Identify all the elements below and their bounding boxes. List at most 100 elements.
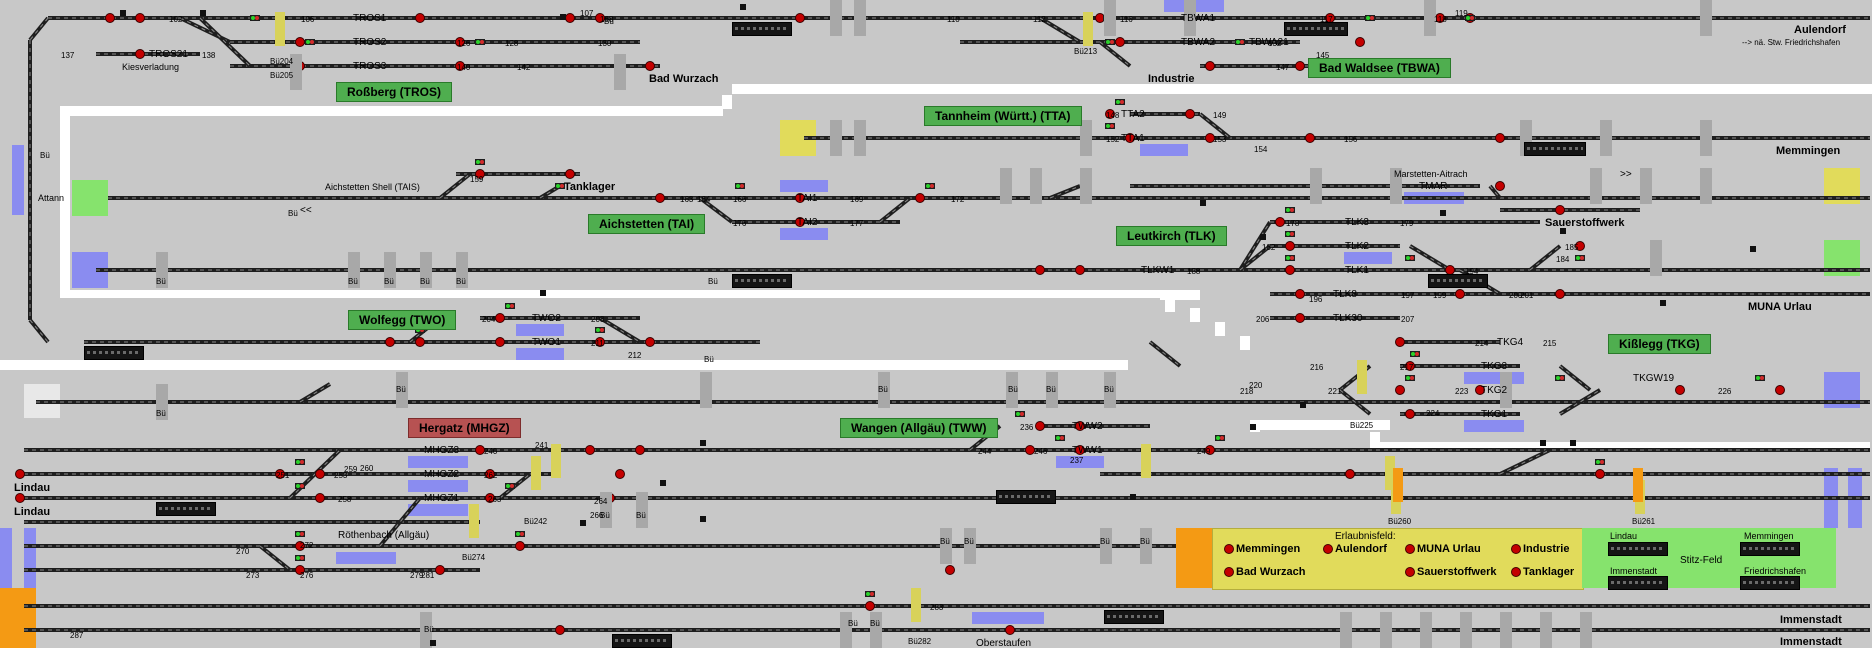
signal-icon[interactable] [1105, 109, 1115, 119]
signal-icon[interactable] [1115, 37, 1125, 47]
station-bad-waldsee[interactable]: Bad Waldsee (TBWA) [1308, 58, 1451, 78]
station-wangen[interactable]: Wangen (Allgäu) (TWW) [840, 418, 998, 438]
switch-indicator[interactable] [580, 520, 586, 526]
signal-icon[interactable] [1205, 61, 1215, 71]
permit-field-left[interactable] [1176, 528, 1212, 588]
signal-icon[interactable] [655, 193, 665, 203]
switch-indicator[interactable] [700, 440, 706, 446]
level-crossing-icon[interactable] [1083, 12, 1093, 46]
signal-icon[interactable] [1005, 625, 1015, 635]
level-crossing-icon[interactable] [275, 12, 285, 46]
signal-icon[interactable] [865, 601, 875, 611]
permit-field[interactable] [0, 588, 36, 648]
direction-marker-left[interactable]: << [300, 205, 312, 216]
station-rossberg[interactable]: Roßberg (TROS) [336, 82, 452, 102]
level-crossing-icon[interactable] [1633, 468, 1643, 502]
signal-icon[interactable] [1395, 385, 1405, 395]
level-crossing-icon[interactable] [911, 588, 921, 622]
signal-icon[interactable] [315, 493, 325, 503]
signal-icon[interactable] [135, 49, 145, 59]
switch-indicator[interactable] [1750, 246, 1756, 252]
signal-icon[interactable] [1495, 133, 1505, 143]
signal-icon[interactable] [1575, 241, 1585, 251]
permit-button-bad-wurzach[interactable]: Bad Wurzach [1222, 565, 1305, 579]
switch-indicator[interactable] [120, 10, 126, 16]
signal-icon[interactable] [1025, 445, 1035, 455]
permit-button-sauerstoffwerk[interactable]: Sauerstoffwerk [1403, 565, 1496, 579]
level-crossing-icon[interactable] [551, 444, 561, 478]
signal-icon[interactable] [475, 169, 485, 179]
signal-icon[interactable] [15, 469, 25, 479]
signal-icon[interactable] [795, 13, 805, 23]
switch-indicator[interactable] [200, 10, 206, 16]
signal-icon[interactable] [1075, 445, 1085, 455]
green-pad[interactable] [72, 180, 108, 216]
signal-icon[interactable] [1075, 421, 1085, 431]
signal-icon[interactable] [15, 493, 25, 503]
station-tannheim[interactable]: Tannheim (Württ.) (TTA) [924, 106, 1082, 126]
signal-icon[interactable] [615, 469, 625, 479]
signal-icon[interactable] [1345, 469, 1355, 479]
signal-icon[interactable] [1285, 241, 1295, 251]
direction-marker-right[interactable]: >> [1620, 169, 1632, 180]
station-hergatz[interactable]: Hergatz (MHGZ) [408, 418, 521, 438]
signal-icon[interactable] [1035, 265, 1045, 275]
signal-icon[interactable] [1775, 385, 1785, 395]
signal-icon[interactable] [795, 193, 805, 203]
signal-icon[interactable] [1295, 289, 1305, 299]
signal-icon[interactable] [1185, 109, 1195, 119]
signal-icon[interactable] [555, 625, 565, 635]
signal-icon[interactable] [495, 313, 505, 323]
switch-indicator[interactable] [1440, 210, 1446, 216]
signal-icon[interactable] [945, 565, 955, 575]
signal-icon[interactable] [295, 565, 305, 575]
switch-indicator[interactable] [1250, 424, 1256, 430]
signal-icon[interactable] [1205, 133, 1215, 143]
signal-icon[interactable] [1285, 265, 1295, 275]
signal-icon[interactable] [295, 37, 305, 47]
signal-icon[interactable] [1595, 469, 1605, 479]
signal-icon[interactable] [415, 337, 425, 347]
station-aichstetten[interactable]: Aichstetten (TAI) [588, 214, 706, 234]
switch-indicator[interactable] [1540, 440, 1546, 446]
switch-indicator[interactable] [1570, 440, 1576, 446]
signal-icon[interactable] [915, 193, 925, 203]
signal-icon[interactable] [1405, 361, 1415, 371]
level-crossing-icon[interactable] [1357, 360, 1367, 394]
signal-icon[interactable] [105, 13, 115, 23]
signal-icon[interactable] [1125, 133, 1135, 143]
permit-button-industrie[interactable]: Industrie [1509, 542, 1569, 556]
signal-icon[interactable] [1475, 385, 1485, 395]
switch-indicator[interactable] [1130, 494, 1136, 500]
signal-icon[interactable] [645, 61, 655, 71]
signal-icon[interactable] [1405, 409, 1415, 419]
signal-icon[interactable] [455, 61, 465, 71]
switch-indicator[interactable] [1300, 402, 1306, 408]
signal-icon[interactable] [595, 13, 605, 23]
switch-indicator[interactable] [1660, 300, 1666, 306]
signal-icon[interactable] [1555, 205, 1565, 215]
signal-icon[interactable] [1205, 445, 1215, 455]
signal-icon[interactable] [415, 13, 425, 23]
signal-icon[interactable] [1295, 313, 1305, 323]
signal-icon[interactable] [315, 469, 325, 479]
signal-icon[interactable] [565, 13, 575, 23]
permit-button-memmingen[interactable]: Memmingen [1222, 542, 1300, 556]
signal-icon[interactable] [1495, 181, 1505, 191]
switch-indicator[interactable] [540, 290, 546, 296]
signal-icon[interactable] [645, 337, 655, 347]
station-wolfegg[interactable]: Wolfegg (TWO) [348, 310, 457, 330]
level-crossing-icon[interactable] [531, 456, 541, 490]
switch-indicator[interactable] [660, 480, 666, 486]
signal-icon[interactable] [1275, 217, 1285, 227]
signal-icon[interactable] [495, 337, 505, 347]
switch-indicator[interactable] [1560, 228, 1566, 234]
switch-indicator[interactable] [1260, 234, 1266, 240]
signal-icon[interactable] [135, 13, 145, 23]
permit-button-aulendorf[interactable]: Aulendorf [1321, 542, 1387, 556]
signal-icon[interactable] [1305, 133, 1315, 143]
signal-icon[interactable] [1675, 385, 1685, 395]
signal-icon[interactable] [1355, 37, 1365, 47]
switch-indicator[interactable] [1200, 200, 1206, 206]
signal-icon[interactable] [1455, 289, 1465, 299]
